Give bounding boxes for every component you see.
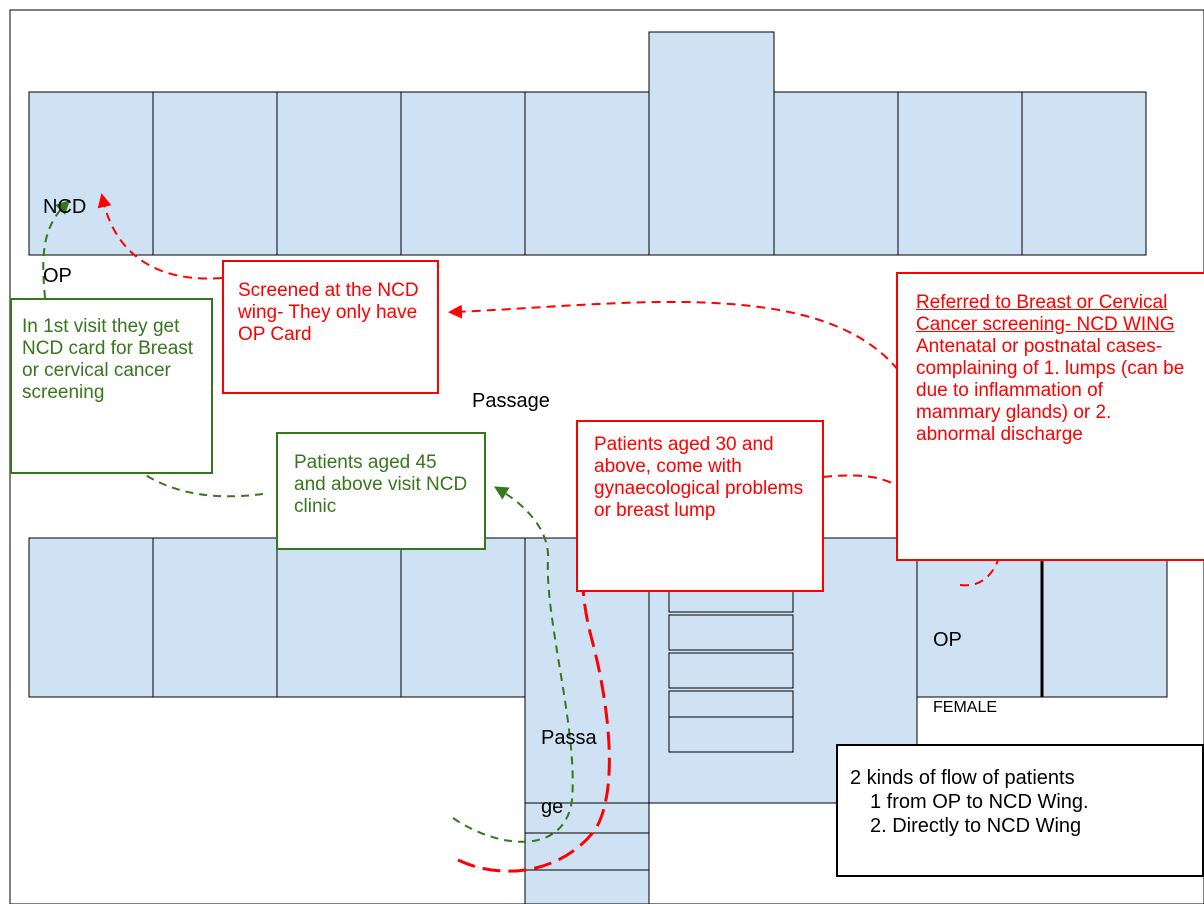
lower-passage-line1: Passa: [541, 727, 597, 749]
referred-rest-text: Antenatal or postnatal cases- complainin…: [916, 336, 1185, 445]
first-visit-box: In 1st visit they get NCD card for Breas…: [10, 298, 213, 474]
legend-title: 2 kinds of flow of patients: [850, 767, 1075, 789]
legend-item-2: 2. Directly to NCD Wing: [870, 815, 1082, 837]
referred-box: Referred to Breast or Cervical Cancer sc…: [896, 272, 1204, 561]
screened-text: Screened at the NCD wing- They only have…: [238, 280, 419, 345]
stairs: [668, 576, 794, 753]
top-room: [152, 91, 278, 256]
stair-step: [668, 614, 794, 651]
bottom-room: [152, 537, 278, 698]
stair-step: [668, 652, 794, 689]
op-female-label: OP FEMALE: [933, 583, 997, 741]
lower-passage-line2: ge: [541, 796, 564, 818]
legend-item-1: 1 from OP to NCD Wing.: [870, 791, 1089, 813]
green-arrow-to-aged45: [452, 486, 574, 843]
referred-underlined-text: Referred to Breast or Cervical Cancer sc…: [916, 292, 1175, 335]
aged45-text: Patients aged 45 and above visit NCD cli…: [294, 452, 468, 517]
red-arrow-to-ncd-op: [97, 193, 223, 280]
top-room: [400, 91, 526, 256]
lower-passage-room: [524, 537, 650, 904]
bottom-room: [276, 537, 402, 698]
aged30-text: Patients aged 30 and above, come with gy…: [594, 434, 804, 521]
top-room: [1021, 91, 1147, 256]
red-arrow-to-screened: [448, 300, 899, 371]
screened-box: Screened at the NCD wing- They only have…: [222, 260, 439, 394]
room-op-female: [916, 537, 1043, 698]
aged30-box: Patients aged 30 and above, come with gy…: [576, 420, 824, 592]
legend-box: 2 kinds of flow of patients 1 from OP to…: [836, 744, 1204, 877]
first-visit-text: In 1st visit they get NCD card for Breas…: [22, 316, 194, 403]
top-room: [897, 91, 1023, 256]
top-room-tall: [648, 31, 775, 256]
bottom-room: [1041, 537, 1168, 698]
top-room: [773, 91, 899, 256]
top-room: [276, 91, 402, 256]
passage-label: Passage: [472, 390, 550, 412]
ncd-op-label: NCD OP: [43, 150, 86, 311]
ncd-op-label-line1: NCD: [43, 196, 87, 218]
op-label: OP: [933, 629, 962, 651]
bottom-room: [28, 537, 154, 698]
stair-step: [668, 716, 794, 753]
passage-steps: [525, 802, 649, 871]
green-arrow-to-ncd-op: [42, 200, 70, 299]
top-wing-rooms: [28, 31, 1147, 256]
lower-passage-label: Passa ge: [541, 681, 597, 842]
ncd-op-label-line2: OP: [43, 265, 72, 287]
aged45-box: Patients aged 45 and above visit NCD cli…: [276, 432, 486, 550]
female-label: FEMALE: [933, 699, 998, 716]
top-room: [524, 91, 650, 256]
bottom-room: [400, 537, 526, 698]
